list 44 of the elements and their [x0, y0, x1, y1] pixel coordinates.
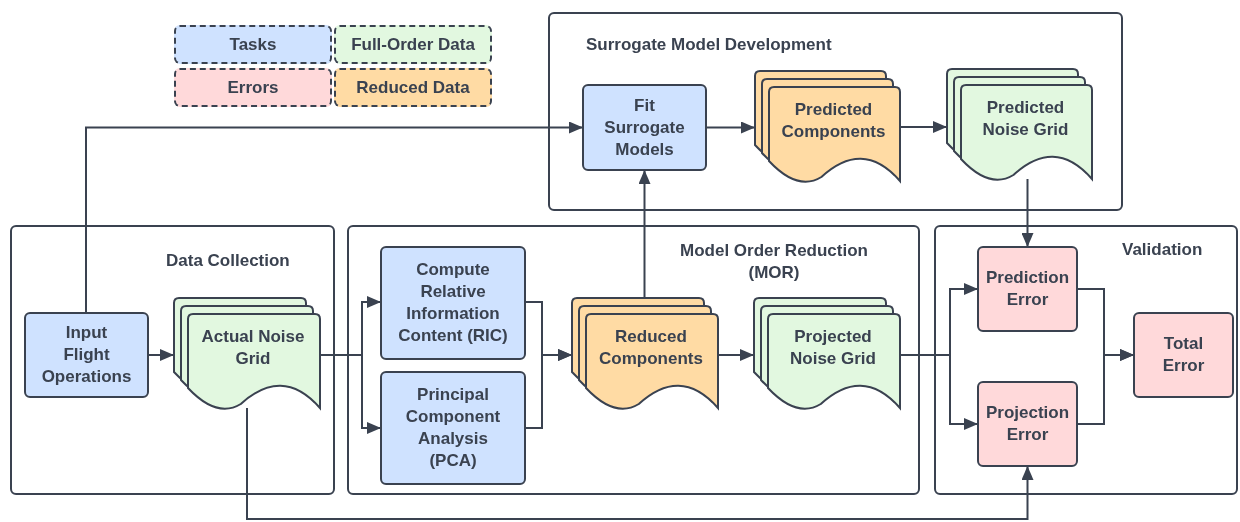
group-title: Surrogate Model Development — [586, 34, 832, 56]
arrow — [1077, 349, 1134, 425]
arrow — [246, 407, 1034, 520]
node-label: Principal Component Analysis (PCA) — [404, 384, 502, 472]
task-box — [582, 84, 707, 171]
node-label: Total Error — [1161, 333, 1206, 377]
document-stack — [173, 297, 319, 413]
node-label: Compute Relative Information Content (RIC) — [397, 259, 509, 347]
arrow — [638, 170, 651, 298]
node-label: Projected Noise Grid — [789, 326, 877, 370]
arrow — [706, 121, 755, 134]
group-panel — [10, 225, 335, 495]
node-label: Fit Surrogate Models — [603, 94, 686, 161]
node-label: Prediction Error — [984, 267, 1071, 311]
error-box — [977, 381, 1078, 467]
document-stack — [571, 297, 717, 413]
node-label: Predicted Noise Grid — [981, 97, 1070, 141]
document-stack — [753, 297, 899, 413]
task-box — [380, 371, 526, 485]
legend-label: Reduced Data — [356, 76, 470, 99]
group-panel — [347, 225, 920, 495]
arrow — [148, 349, 174, 361]
legend-label: Errors — [227, 76, 279, 99]
document-stack — [754, 70, 899, 186]
group-panel — [934, 225, 1238, 495]
error-box — [1133, 312, 1234, 398]
node-label: Input Flight Operations — [40, 322, 133, 388]
node-label: Projection Error — [984, 402, 1071, 446]
arrow — [525, 349, 572, 429]
task-box — [380, 246, 526, 360]
node-label: Actual Noise Grid — [201, 326, 305, 370]
error-box — [977, 246, 1078, 332]
document-stack — [946, 68, 1091, 184]
group-title: Model Order Reduction (MOR) — [679, 240, 869, 284]
legend-label: Full-Order Data — [351, 33, 475, 56]
node-label: Reduced Components — [599, 326, 703, 370]
arrow — [85, 121, 583, 313]
task-box — [24, 312, 149, 398]
group-title: Data Collection — [166, 250, 290, 272]
arrow — [1021, 178, 1034, 247]
group-title: Validation — [1122, 239, 1203, 261]
node-label: Predicted Components — [781, 99, 886, 143]
legend-label: Tasks — [229, 33, 277, 56]
group-panel — [548, 12, 1123, 211]
